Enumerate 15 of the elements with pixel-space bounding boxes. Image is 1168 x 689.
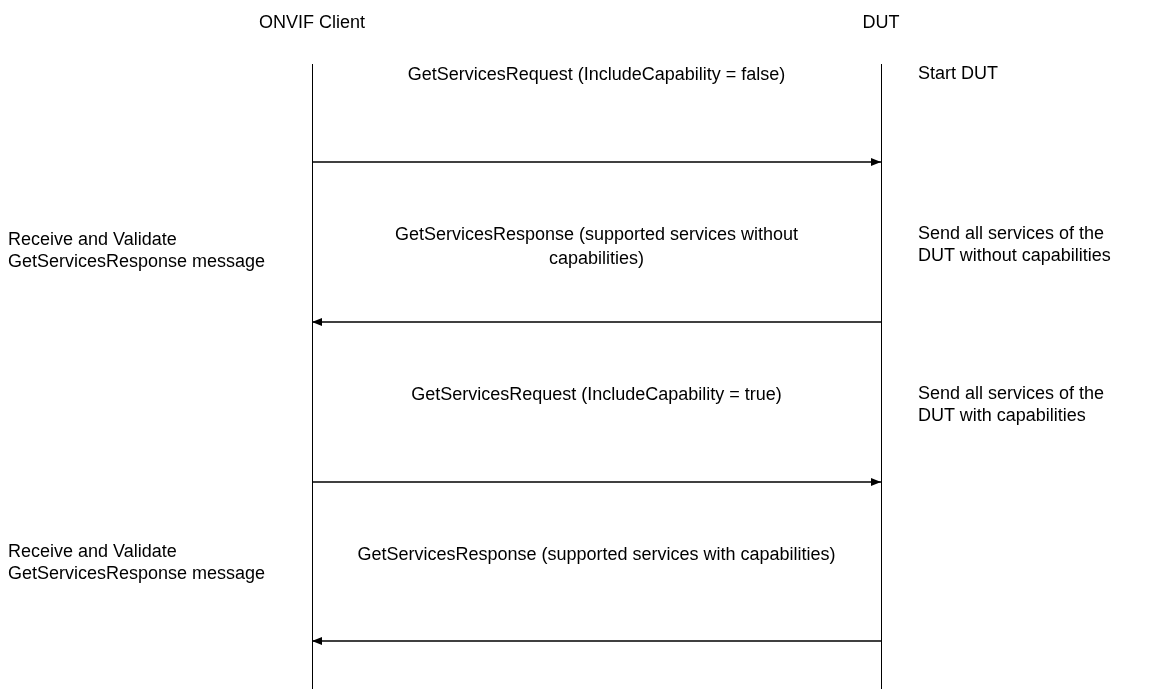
participant-name: DUT: [861, 11, 901, 34]
note-text: Receive and Validate GetServicesResponse message: [8, 228, 267, 272]
message-label: GetServicesResponse (supported services without capabilities): [393, 223, 800, 270]
note-text: Receive and Validate GetServicesResponse message: [8, 540, 267, 584]
message-arrow: [311, 158, 882, 166]
message-arrow: [311, 478, 882, 486]
message-label: GetServicesRequest (IncludeCapability = false): [406, 63, 787, 86]
participant-name: ONVIF Client: [258, 11, 366, 34]
note-text: Start DUT: [918, 62, 999, 84]
note-text: Send all services of the DUT without capabilities: [918, 222, 1112, 266]
message-arrow: [311, 318, 882, 326]
message-label: GetServicesResponse (supported services with capabilities): [356, 543, 837, 566]
message-arrow: [311, 637, 882, 645]
message-label: GetServicesRequest (IncludeCapability = true): [410, 383, 783, 406]
note-text: Send all services of the DUT with capabilities: [918, 382, 1106, 426]
